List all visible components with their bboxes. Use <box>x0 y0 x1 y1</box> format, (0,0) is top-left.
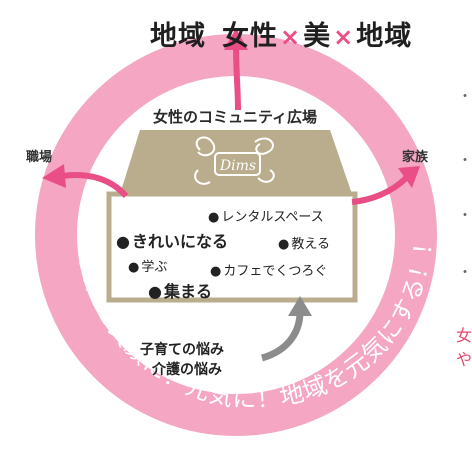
right-dash: ・ <box>458 89 472 105</box>
arrow-left-head <box>42 164 66 188</box>
item-rental-space: ●レンタルスペース <box>208 206 324 225</box>
arrow-gray-head <box>288 296 312 316</box>
item-label: きれいになる <box>131 232 228 251</box>
title-part-beauty: 美 <box>303 21 332 52</box>
title-part-region-2: 地域 <box>356 21 413 52</box>
bullet-icon: ● <box>116 232 130 251</box>
right-dash: ・ <box>458 265 472 281</box>
item-label: 学ぶ <box>141 260 168 275</box>
arrow-up-head <box>224 28 248 50</box>
label-workplace: 職場 <box>26 150 53 165</box>
worry-list: 子育ての悩み 介護の悩み <box>140 340 224 380</box>
item-label: 集まる <box>163 282 212 301</box>
title-part-women: 女性 <box>222 21 278 52</box>
bullet-icon: ● <box>148 282 162 301</box>
house-title: 女性のコミュニティ広場 <box>152 108 318 126</box>
right-dash: ・ <box>458 208 472 224</box>
item-label: 教える <box>291 237 330 252</box>
item-atsumaru: ●集まる <box>148 278 212 302</box>
arrow-left <box>61 172 129 199</box>
worry-childcare: 子育ての悩み <box>140 342 224 358</box>
page-title: 地域 女性 × 美 × 地域 <box>150 14 412 54</box>
arrow-right <box>351 175 409 205</box>
right-text-1: 女 <box>456 326 472 345</box>
item-kirei: ●きれいになる <box>116 228 228 252</box>
item-oshieru: ●教える <box>278 233 330 252</box>
dims-logo <box>194 136 275 185</box>
item-label: カフェでくつろぐ <box>223 264 328 279</box>
item-manabu: ●学ぶ <box>128 256 167 275</box>
item-label: レンタルスペース <box>221 210 324 225</box>
arrow-up <box>233 45 241 111</box>
arrow-gray <box>260 311 304 362</box>
label-family: 家族 <box>402 150 429 165</box>
bullet-icon: ● <box>210 264 222 279</box>
title-separator: × <box>280 23 302 51</box>
house-roof <box>120 130 352 194</box>
bullet-icon: ● <box>208 210 220 225</box>
item-cafe: ●カフェでくつろぐ <box>210 260 327 279</box>
worry-caregiving: 介護の悩み <box>152 362 222 378</box>
logo-text: Dims <box>219 158 256 174</box>
bullet-icon: ● <box>278 237 290 252</box>
title-part-region: 地域 <box>150 21 206 52</box>
right-text-2: や <box>456 350 472 369</box>
right-dash: ・ <box>458 153 472 169</box>
title-separator: × <box>333 23 355 51</box>
arrow-right-head <box>398 166 420 188</box>
bullet-icon: ● <box>128 260 140 275</box>
house-body <box>106 191 358 303</box>
